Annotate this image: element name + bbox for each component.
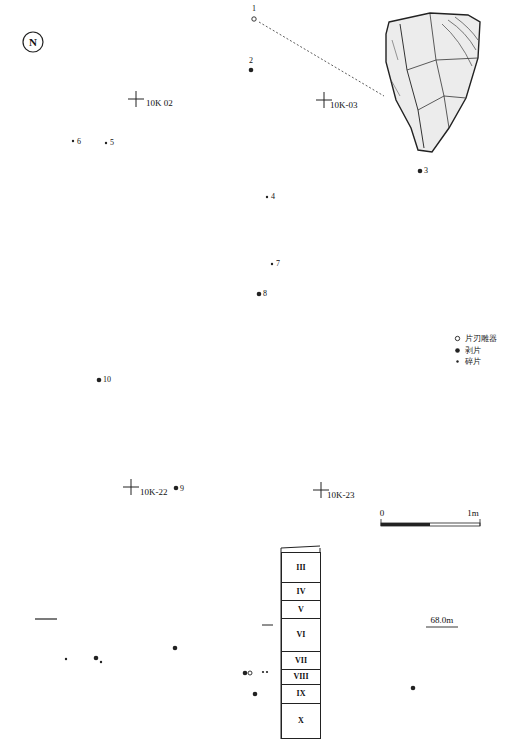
legend-item: 碎片 <box>453 357 481 366</box>
legend-symbol-shape <box>455 348 460 353</box>
legend-symbol-shape <box>456 360 458 362</box>
stratum-label: VIII <box>293 673 308 681</box>
stratum-label: X <box>298 717 304 725</box>
stratum-band: VII <box>281 651 321 670</box>
grid-label: 10K-03 <box>330 101 358 110</box>
scale-bar <box>381 519 480 526</box>
stratum-label: VII <box>295 657 307 665</box>
grid-label: 10K-22 <box>140 488 168 497</box>
callout-number: 6 <box>77 138 81 146</box>
legend-text: 碎片 <box>465 358 481 366</box>
callout-number: 5 <box>110 139 114 147</box>
scale-label: 0 <box>380 509 385 518</box>
legend-text: 片刃雕器 <box>465 335 497 343</box>
stratum-band: VI <box>281 618 321 652</box>
stratum-band: V <box>281 600 321 619</box>
legend-symbol <box>453 334 462 343</box>
stratum-label: IV <box>297 588 306 596</box>
legend-symbol <box>453 357 462 366</box>
legend-item: 剥片 <box>453 346 481 355</box>
north-circle <box>23 32 43 52</box>
artifact-drawing <box>386 13 480 152</box>
stratum-label: IX <box>297 690 306 698</box>
stratum-band: IV <box>281 582 321 601</box>
callout-number: 9 <box>180 485 184 493</box>
elevation-label: 68.0m <box>431 616 454 625</box>
stratum-band: X <box>281 703 321 739</box>
section-mark <box>35 618 57 619</box>
section-mark <box>262 625 273 626</box>
artifact-points <box>65 17 423 697</box>
scale-label: 1m <box>467 509 479 518</box>
callout-number: 10 <box>103 376 111 384</box>
leader-line <box>259 22 384 96</box>
stratum-band: VIII <box>281 669 321 685</box>
stratum-label: III <box>296 564 305 572</box>
legend-symbol-shape <box>455 336 459 340</box>
callout-number: 3 <box>424 167 428 175</box>
stratum-band: IX <box>281 684 321 704</box>
callout-number: 7 <box>276 260 280 268</box>
elevation-underline <box>426 627 458 628</box>
callout-number: 1 <box>252 5 256 13</box>
grid-cross <box>123 91 332 498</box>
stratum-label: V <box>298 606 304 614</box>
stratum-label: VI <box>297 631 306 639</box>
legend-symbol <box>453 346 462 355</box>
legend-item: 片刃雕器 <box>453 334 497 343</box>
grid-label: 10K-23 <box>327 491 355 500</box>
callout-number: 8 <box>263 290 267 298</box>
legend-text: 剥片 <box>465 347 481 355</box>
callout-number: 2 <box>249 57 253 65</box>
column-edge <box>281 546 320 548</box>
stratum-band: III <box>281 552 321 583</box>
north-letter: N <box>29 37 37 48</box>
callout-number: 4 <box>271 193 275 201</box>
grid-label: 10K 02 <box>146 99 173 108</box>
